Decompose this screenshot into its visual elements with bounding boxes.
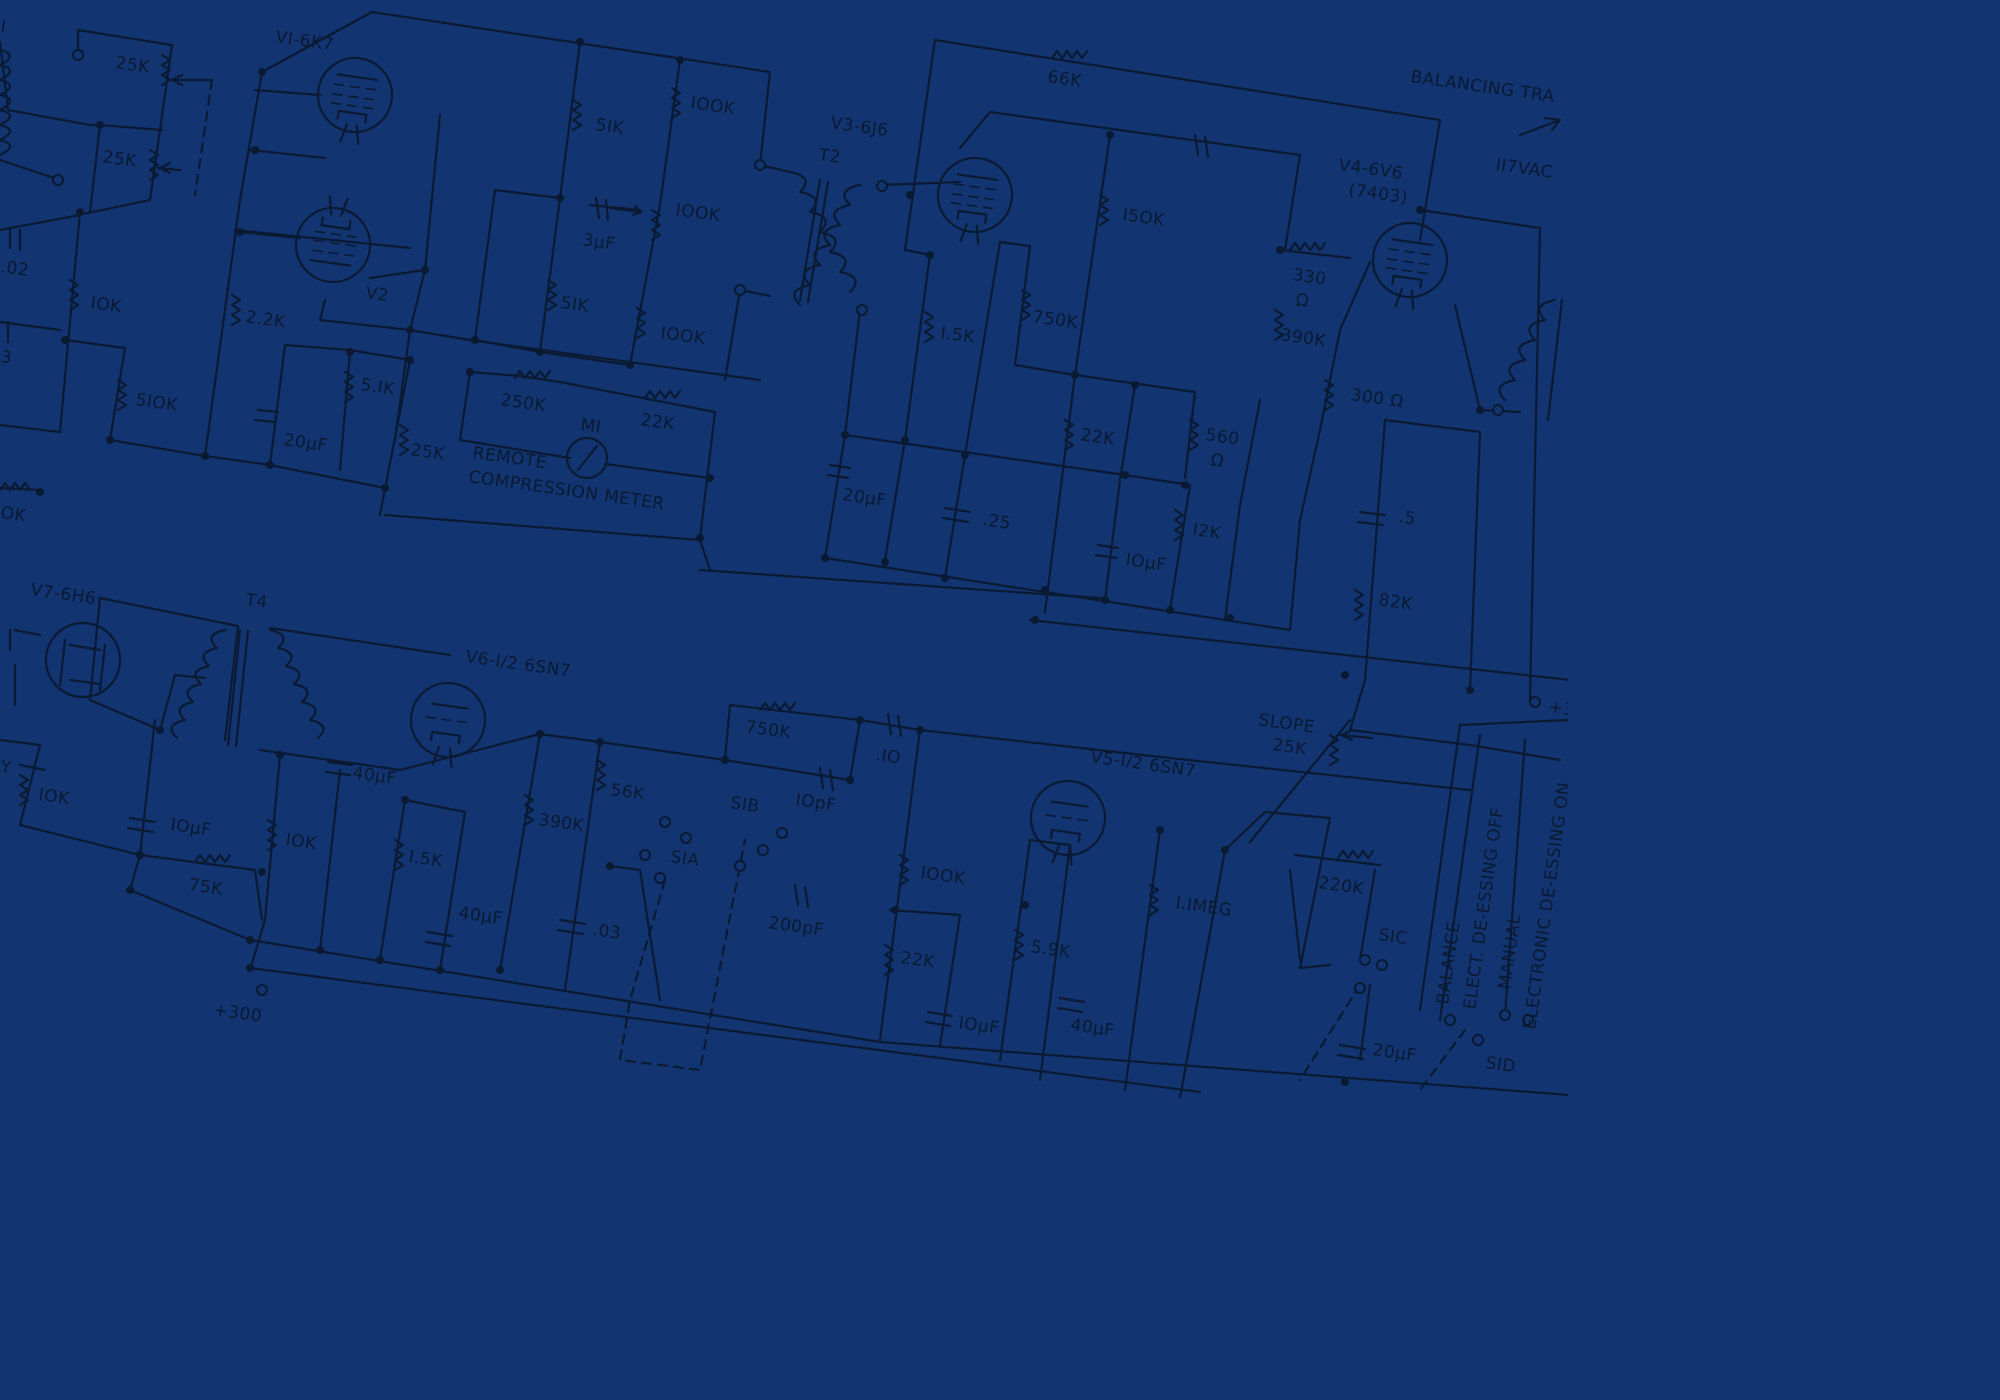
label-v4-alt: (7403) (1347, 180, 1409, 208)
label-c-03: .03 (591, 920, 622, 944)
label-c10uf-a: IOμF (1124, 550, 1167, 576)
label-t4: T4 (243, 590, 269, 613)
label-v3: V3-6J6 (829, 113, 889, 141)
label-c10uf-b: IOμF (169, 815, 212, 841)
label-r82k: 82K (1377, 590, 1414, 615)
label-mode-manual: MANUAL (1495, 913, 1525, 991)
label-r330: 330 (1291, 265, 1327, 290)
label-c-10: .IO (874, 745, 902, 768)
label-r51k-a: 5IK (594, 115, 625, 139)
label-r25k-a: 25K (114, 53, 151, 78)
switch-linkage (193, 78, 1467, 1092)
compression-meter (565, 436, 609, 480)
label-edge-i: I (0, 17, 8, 38)
wires-top-left (0, 10, 1568, 681)
wires-top-right (823, 38, 1542, 732)
label-c20uf-c: 20μF (1371, 1040, 1418, 1066)
label-v6: V6-I/2 6SN7 (464, 647, 572, 682)
label-r220k: 220K (1317, 873, 1365, 899)
label-r22k-c: 22K (899, 948, 936, 973)
label-r1-1meg: I.IMEG (1174, 893, 1233, 921)
label-plus300: +300 (212, 1000, 263, 1027)
label-mode-balance: BALANCE (1433, 920, 1464, 1006)
label-t2: T2 (816, 145, 842, 168)
label-c40uf-a: 40μF (351, 763, 398, 789)
label-r390k-b: 390K (537, 810, 585, 836)
label-r1-5k-b: I.5K (407, 847, 444, 872)
label-slope-value: 25K (1271, 735, 1308, 760)
label-r12k: I2K (1191, 520, 1222, 544)
label-r150k: I5OK (1121, 205, 1166, 231)
label-r51k-b: 5IK (559, 293, 590, 317)
junctions (36, 38, 1484, 1086)
label-r5-1k: 5.IK (359, 375, 396, 400)
label-r510k: 5IOK (134, 390, 179, 416)
label-r10k-c: IOK (284, 830, 318, 854)
label-r25k-b: 25K (101, 147, 138, 172)
label-mode-electronic: ELECTRONIC DE-ESSING ON (1520, 781, 1568, 1031)
label-s1a: SIA (669, 847, 700, 871)
label-r22k-a: 22K (639, 410, 676, 435)
label-v5: V5-I/2 6SN7 (1089, 747, 1197, 782)
label-m1: MI (579, 415, 602, 438)
label-v1: VI-6K7 (274, 27, 335, 55)
label-r1-5k-a: I.5K (939, 323, 976, 348)
label-r750k-b: 750K (744, 717, 792, 743)
label-edge-ok: OK (0, 503, 28, 526)
label-compression-meter: COMPRESSION METER (467, 467, 666, 514)
label-c200pf: 200pF (767, 913, 825, 941)
terminals (52, 49, 1541, 1046)
label-r5-9k: 5.9K (1029, 937, 1072, 962)
label-v7: V7-6H6 (29, 580, 97, 609)
label-edge-02: .02 (0, 257, 30, 281)
label-edge-3: 3 (0, 347, 13, 368)
label-v4: V4-6V6 (1337, 155, 1404, 184)
label-c20uf-a: 20μF (282, 430, 329, 456)
label-c20uf-b: 20μF (841, 485, 888, 511)
label-r10k-a: IOK (89, 293, 123, 317)
label-r22k-b: 22K (1079, 425, 1116, 450)
vacuum-tubes (44, 52, 1453, 870)
label-r100k-a: IOOK (689, 93, 737, 119)
label-r10k-b: IOK (37, 785, 71, 809)
label-s1b: SIB (729, 793, 760, 817)
label-r300: 300 Ω (1349, 385, 1405, 412)
label-r56k: 56K (609, 780, 646, 805)
label-edge-y: Y (0, 757, 13, 778)
label-slope: SLOPE (1257, 710, 1316, 738)
label-s1d: SID (1484, 1053, 1517, 1077)
label-r2-2k: 2.2K (244, 307, 287, 332)
schematic-diagram: VI-6K7 V2 V3-6J6 V4-6V6 (7403) V5-I/2 6S… (0, 10, 1568, 1098)
label-r330-unit: Ω (1294, 290, 1310, 312)
wires-bottom (0, 596, 1568, 1098)
label-balancing: BALANCING TRA (1409, 67, 1556, 107)
label-c40uf-c: 40μF (1069, 1015, 1116, 1041)
label-r100k-b: IOOK (674, 200, 722, 226)
label-r390k-a: 390K (1279, 325, 1327, 351)
label-c-25: .25 (981, 510, 1012, 534)
label-c10pf: IOpF (794, 790, 837, 816)
label-r560: 560 (1204, 425, 1240, 450)
label-c-5: .5 (1397, 507, 1417, 529)
label-r100k-d: IOOK (919, 863, 967, 889)
label-r560-unit: Ω (1209, 450, 1225, 472)
label-r750k-a: 750K (1031, 307, 1079, 333)
label-plus3-partial: +3 (1547, 697, 1568, 720)
label-c3uf: 3μF (581, 230, 616, 254)
label-s1c: SIC (1377, 925, 1409, 949)
label-v2: V2 (364, 283, 390, 306)
label-r100k-c: IOOK (659, 323, 707, 349)
capacitors (6, 133, 1387, 1061)
label-r25k-c: 25K (409, 440, 446, 465)
label-c10uf-c: IOμF (957, 1013, 1000, 1039)
label-r66k: 66K (1046, 67, 1083, 92)
label-r250k: 250K (499, 390, 547, 416)
label-vac: II7VAC (1494, 155, 1554, 183)
resistors (0, 49, 1375, 977)
label-c40uf-b: 40μF (457, 903, 504, 929)
pot-wipers (18, 73, 1562, 772)
transformers (0, 48, 1564, 748)
component-labels: 25K 25K IOK 5IOK 2.2K 5.IK 20μF 25K 5IK … (37, 53, 1418, 1066)
label-r75k: 75K (187, 875, 224, 900)
